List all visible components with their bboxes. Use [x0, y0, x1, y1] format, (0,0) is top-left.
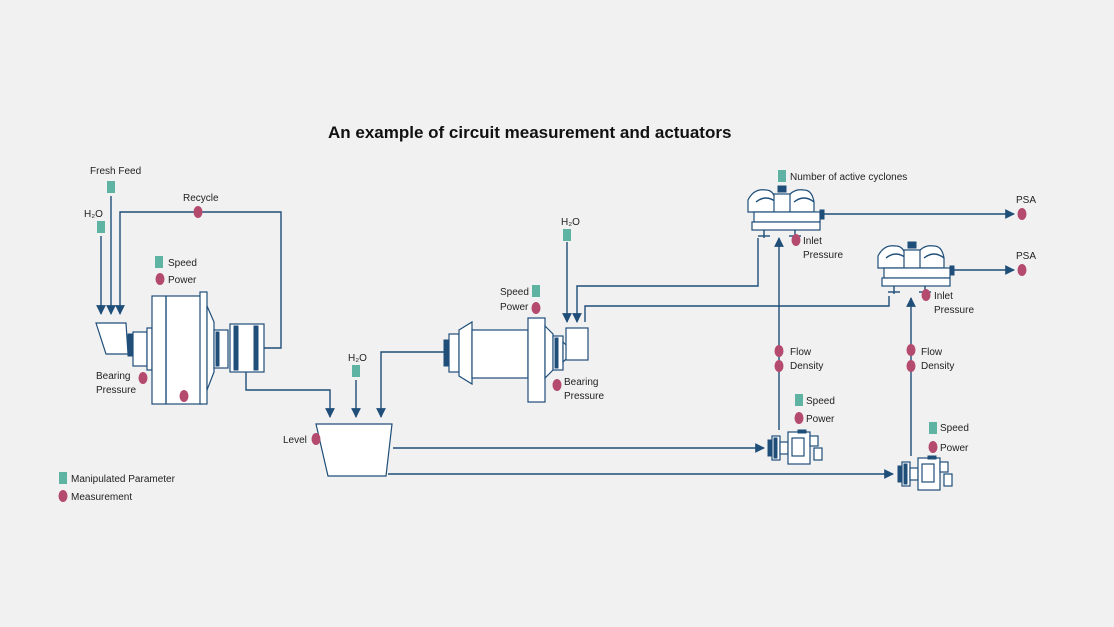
ball-power-label: Power	[500, 302, 529, 313]
pump2-speed-label: Speed	[940, 423, 969, 434]
manipulated-marker	[352, 365, 360, 377]
inlet-1-label: Inlet	[803, 236, 822, 247]
legend-measurement-label: Measurement	[71, 492, 132, 503]
h2o-sump-label: H₂O	[348, 353, 367, 364]
cyclone2-underflow-line	[584, 296, 890, 322]
flow-1-label: Flow	[790, 347, 812, 358]
manipulated-marker	[929, 422, 937, 434]
sag-pressure-label: Pressure	[96, 385, 136, 396]
sag-trunnion-feed	[127, 333, 134, 357]
sump-tank	[315, 423, 393, 477]
ball-pressure-label: Pressure	[564, 391, 604, 402]
ball-mill-feed-box	[565, 327, 589, 361]
recycle-label: Recycle	[183, 193, 219, 204]
manipulated-marker	[795, 394, 803, 406]
manipulated-marker	[532, 285, 540, 297]
manipulated-marker	[155, 256, 163, 268]
measurement-marker	[311, 433, 321, 445]
psa-1-label: PSA	[1016, 195, 1036, 206]
sag-mill	[95, 291, 265, 405]
pump1-speed-label: Speed	[806, 396, 835, 407]
density-2-label: Density	[921, 361, 954, 372]
measurement-marker	[791, 234, 801, 246]
measurement-marker	[179, 390, 189, 402]
psa-2-label: PSA	[1016, 251, 1036, 262]
manipulated-marker	[563, 229, 571, 241]
h2o-label: H₂O	[84, 209, 103, 220]
ball-discharge-line	[376, 351, 444, 418]
measurement-marker	[794, 412, 804, 424]
pump-1	[767, 429, 823, 465]
sag-bearing-label: Bearing	[96, 371, 130, 382]
measurement-marker	[1017, 208, 1027, 220]
ball-mill-shell	[471, 329, 529, 379]
cyclone-cluster-2	[877, 241, 955, 294]
measurement-marker	[921, 289, 931, 301]
manipulated-marker	[107, 181, 115, 193]
ball-bearing-label: Bearing	[564, 377, 598, 388]
markers	[58, 170, 1027, 502]
cyclone1-manifold	[753, 211, 821, 223]
inlet-pressure-1-label: Pressure	[803, 250, 843, 261]
measurement-marker	[531, 302, 541, 314]
cyclone1-underflow-line	[572, 238, 759, 323]
pump1-power-label: Power	[806, 414, 835, 425]
manipulated-marker	[97, 221, 105, 233]
fresh-feed-label: Fresh Feed	[90, 166, 141, 177]
active-cyclones-label: Number of active cyclones	[790, 172, 907, 183]
pump2-power-label: Power	[940, 443, 969, 454]
flow-2-label: Flow	[921, 347, 943, 358]
legend-measurement-swatch	[58, 490, 68, 502]
manipulated-marker	[778, 170, 786, 182]
measurement-marker	[906, 360, 916, 372]
measurement-marker	[928, 441, 938, 453]
ball-speed-label: Speed	[500, 287, 529, 298]
level-label: Level	[283, 435, 307, 446]
measurement-marker	[1017, 264, 1027, 276]
sag-power-label: Power	[168, 275, 197, 286]
legend-manipulated-label: Manipulated Parameter	[71, 474, 176, 485]
measurement-marker	[138, 372, 148, 384]
measurement-marker	[906, 344, 916, 356]
density-1-label: Density	[790, 361, 823, 372]
cyclone2-manifold	[883, 267, 951, 279]
h2o-ballmill-label: H₂O	[561, 217, 580, 228]
sag-feed-chute	[95, 322, 129, 355]
inlet-2-label: Inlet	[934, 291, 953, 302]
recycle-line	[115, 211, 282, 349]
flow-lines	[96, 196, 1015, 479]
sag-speed-label: Speed	[168, 258, 197, 269]
measurement-marker	[774, 345, 784, 357]
sag-shell	[151, 295, 203, 405]
measurement-marker	[774, 360, 784, 372]
diagram-title: An example of circuit measurement and ac…	[328, 123, 731, 142]
measurement-marker	[193, 206, 203, 218]
sag-discharge-line	[245, 372, 335, 418]
inlet-pressure-2-label: Pressure	[934, 305, 974, 316]
measurement-marker	[155, 273, 165, 285]
measurement-marker	[552, 379, 562, 391]
labels: Fresh Feed H₂O Recycle Speed Power Beari…	[71, 166, 1036, 503]
ball-mill	[443, 317, 589, 403]
legend-manipulated-swatch	[59, 472, 67, 484]
cyclone-cluster-1	[747, 185, 825, 238]
pump-2	[897, 455, 953, 491]
